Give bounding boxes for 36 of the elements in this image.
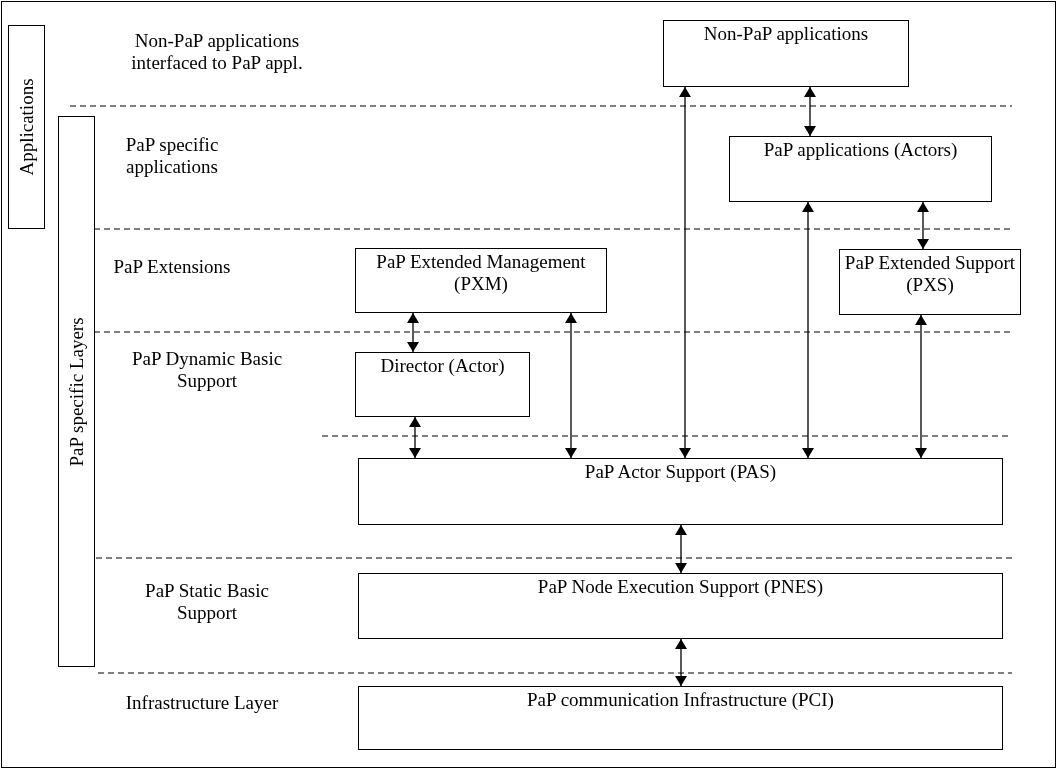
layer-group-title: PaP specific Layers <box>65 316 88 467</box>
component-box <box>358 458 1003 525</box>
layer-name: PaP Dynamic Basic Support <box>130 348 284 392</box>
layer-group-bar <box>8 25 45 229</box>
component-box <box>729 136 992 202</box>
double-arrow <box>679 86 691 459</box>
layer-group-bar <box>58 116 95 667</box>
double-arrow <box>565 312 577 459</box>
double-arrow <box>804 86 816 137</box>
layer-name: Non-PaP applications interfaced to PaP appl. <box>130 30 304 74</box>
layer-name: PaP Static Basic Support <box>144 580 270 624</box>
component-name: PaP communication Infrastructure (PCI) <box>527 689 834 711</box>
component-name: PaP Extended Support (PXS) <box>843 252 1017 296</box>
layer-name: PaP Extensions <box>112 256 232 278</box>
component-box <box>663 20 909 87</box>
double-arrow <box>917 201 929 250</box>
double-arrow <box>915 314 927 459</box>
double-arrow <box>407 312 419 353</box>
component-name: PaP Actor Support (PAS) <box>584 461 777 483</box>
layer-name: Infrastructure Layer <box>124 692 280 714</box>
double-arrow <box>675 638 687 687</box>
double-arrow <box>802 201 814 459</box>
component-box <box>355 352 530 417</box>
component-name: PaP applications (Actors) <box>763 139 958 161</box>
layer-group-title: Applications <box>15 78 38 176</box>
double-arrow <box>409 416 421 459</box>
component-name: PaP Extended Management (PXM) <box>375 251 587 295</box>
component-box <box>355 248 607 313</box>
component-box <box>358 686 1003 750</box>
component-box <box>839 249 1021 315</box>
layer-name: PaP specific applications <box>124 134 220 178</box>
component-box <box>358 573 1003 639</box>
double-arrow <box>675 524 687 574</box>
component-name: PaP Node Execution Support (PNES) <box>537 576 824 598</box>
component-name: Non-PaP applications <box>703 23 869 45</box>
component-name: Director (Actor) <box>380 355 505 377</box>
